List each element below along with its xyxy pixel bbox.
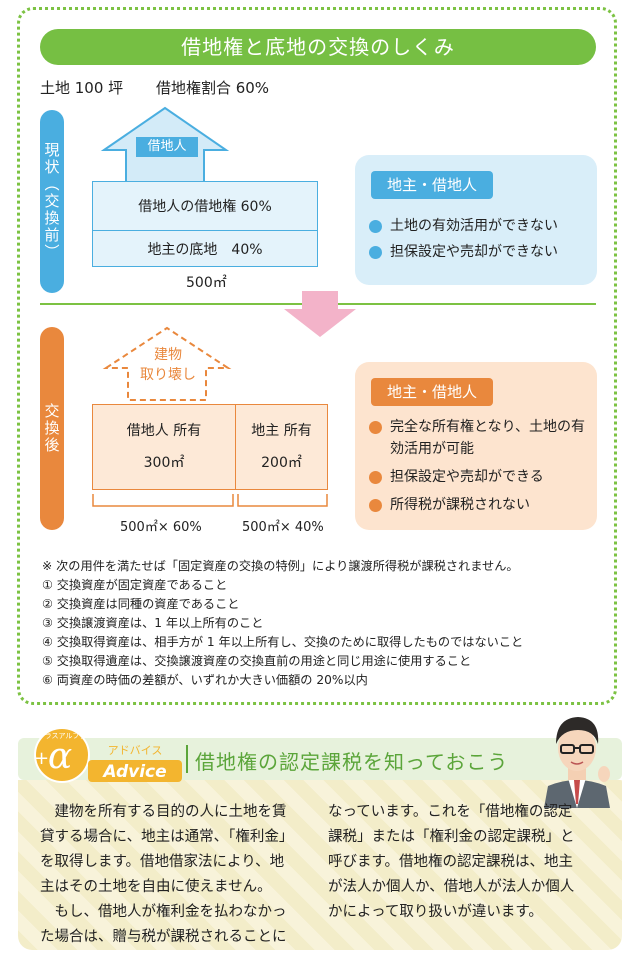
svg-text:+: + [34, 748, 49, 769]
badge-top-text: プラスアルファ [38, 732, 87, 740]
list-item: 完全な所有権となり、土地の有効活用が可能 [369, 416, 587, 460]
badge-sub-text: アドバイス [108, 744, 163, 757]
note-line: ⑤ 交換取得遺産は、交換譲渡資産の交換直前の用途と同じ用途に使用すること [42, 654, 472, 668]
after-label: 交換後 [40, 327, 64, 530]
current-area: 500㎡ [186, 275, 227, 291]
land-info: 土地 100 坪 借地権割合 60% [40, 77, 297, 98]
bullet-icon [369, 246, 382, 259]
advisor-avatar [544, 717, 610, 808]
down-arrow-icon [284, 291, 356, 337]
note-line: ※ 次の用件を満たせば「固定資産の交換の特例」により譲渡所得税が課税されません。 [42, 559, 519, 573]
note-line: ④ 交換取得資産は、相手方が 1 年以上所有し、交換のために取得したものではない… [42, 635, 524, 649]
current-land-box: 借地人の借地権 60% 地主の底地 40% [92, 181, 318, 267]
list-item: 土地の有効活用ができない [369, 215, 587, 237]
advice-column-right: なっています。これを「借地権の認定 課税」または「権利金の認定課税」と 呼びます… [328, 804, 575, 920]
notes: ※ 次の用件を満たせば「固定資産の交換の特例」により譲渡所得税が課税されません。… [42, 557, 523, 690]
bullet-icon [369, 220, 382, 233]
land-area: 土地 100 坪 [40, 79, 124, 97]
demolished-house-icon [102, 326, 232, 401]
note-line: ③ 交換譲渡資産は、1 年以上所有のこと [42, 616, 264, 630]
tenant-owned-cell: 借地人 所有 300㎡ [93, 405, 236, 489]
leasehold-ratio: 借地権割合 60% [155, 79, 270, 97]
advice-title: 借地権の認定課税を知っておこう [195, 750, 509, 774]
advice-column-left: 建物を所有する目的の人に土地を賃 貸する場合に、地主は通常、「権利金」 を取得し… [40, 804, 294, 945]
after-panel: 地主・借地人 完全な所有権となり、土地の有効活用が可能 担保設定や売却ができる … [355, 362, 597, 530]
advice-badge-icon: α + プラスアルファ Advice アドバイス [34, 727, 182, 783]
demolish-text: 建物 取り壊し [140, 347, 196, 383]
note-line: ① 交換資産が固定資産であること [42, 578, 228, 592]
note-line: ⑥ 両資産の時価の差額が、いずれか大きい価額の 20%以内 [42, 673, 368, 687]
after-panel-header: 地主・借地人 [371, 378, 494, 406]
list-item: 担保設定や売却ができない [369, 241, 587, 263]
note-line: ② 交換資産は同種の資産であること [42, 597, 240, 611]
calc-landlord: 500㎡× 40% [242, 520, 324, 535]
base-land-row: 地主の底地 40% [147, 242, 263, 258]
calc-tenant: 500㎡× 60% [120, 520, 202, 535]
advice-divider [186, 745, 188, 773]
landlord-owned-cell: 地主 所有 200㎡ [251, 423, 312, 471]
badge-advice-text: Advice [101, 762, 166, 782]
current-panel: 地主・借地人 土地の有効活用ができない 担保設定や売却ができない [355, 155, 597, 285]
current-panel-header: 地主・借地人 [371, 171, 494, 199]
svg-text:α: α [48, 736, 72, 777]
tenant-tag: 借地人 [136, 137, 198, 157]
list-item: 所得税が課税されない [369, 494, 587, 516]
page-title: 借地権と底地の交換のしくみ [40, 29, 596, 65]
bullet-icon [369, 499, 382, 512]
main-frame [17, 7, 617, 705]
current-label: 現状（交換前） [40, 110, 64, 293]
list-item: 担保設定や売却ができる [369, 466, 587, 488]
split-brackets [92, 494, 328, 507]
advice-body [18, 780, 622, 950]
bullet-icon [369, 471, 382, 484]
bullet-icon [369, 421, 382, 434]
after-land-box: 借地人 所有 300㎡ 地主 所有 200㎡ [92, 404, 328, 490]
leasehold-row: 借地人の借地権 60% [93, 182, 317, 231]
